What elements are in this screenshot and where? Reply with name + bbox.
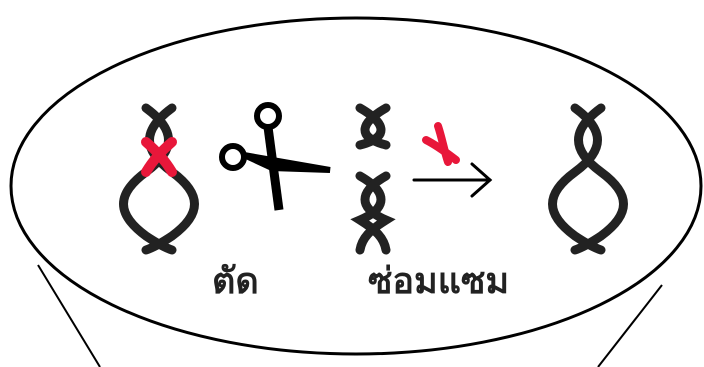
cut-label: ตัด	[212, 264, 259, 300]
repair-label: ซ่อมแซม	[368, 264, 509, 300]
zoom-ellipse	[11, 18, 701, 354]
